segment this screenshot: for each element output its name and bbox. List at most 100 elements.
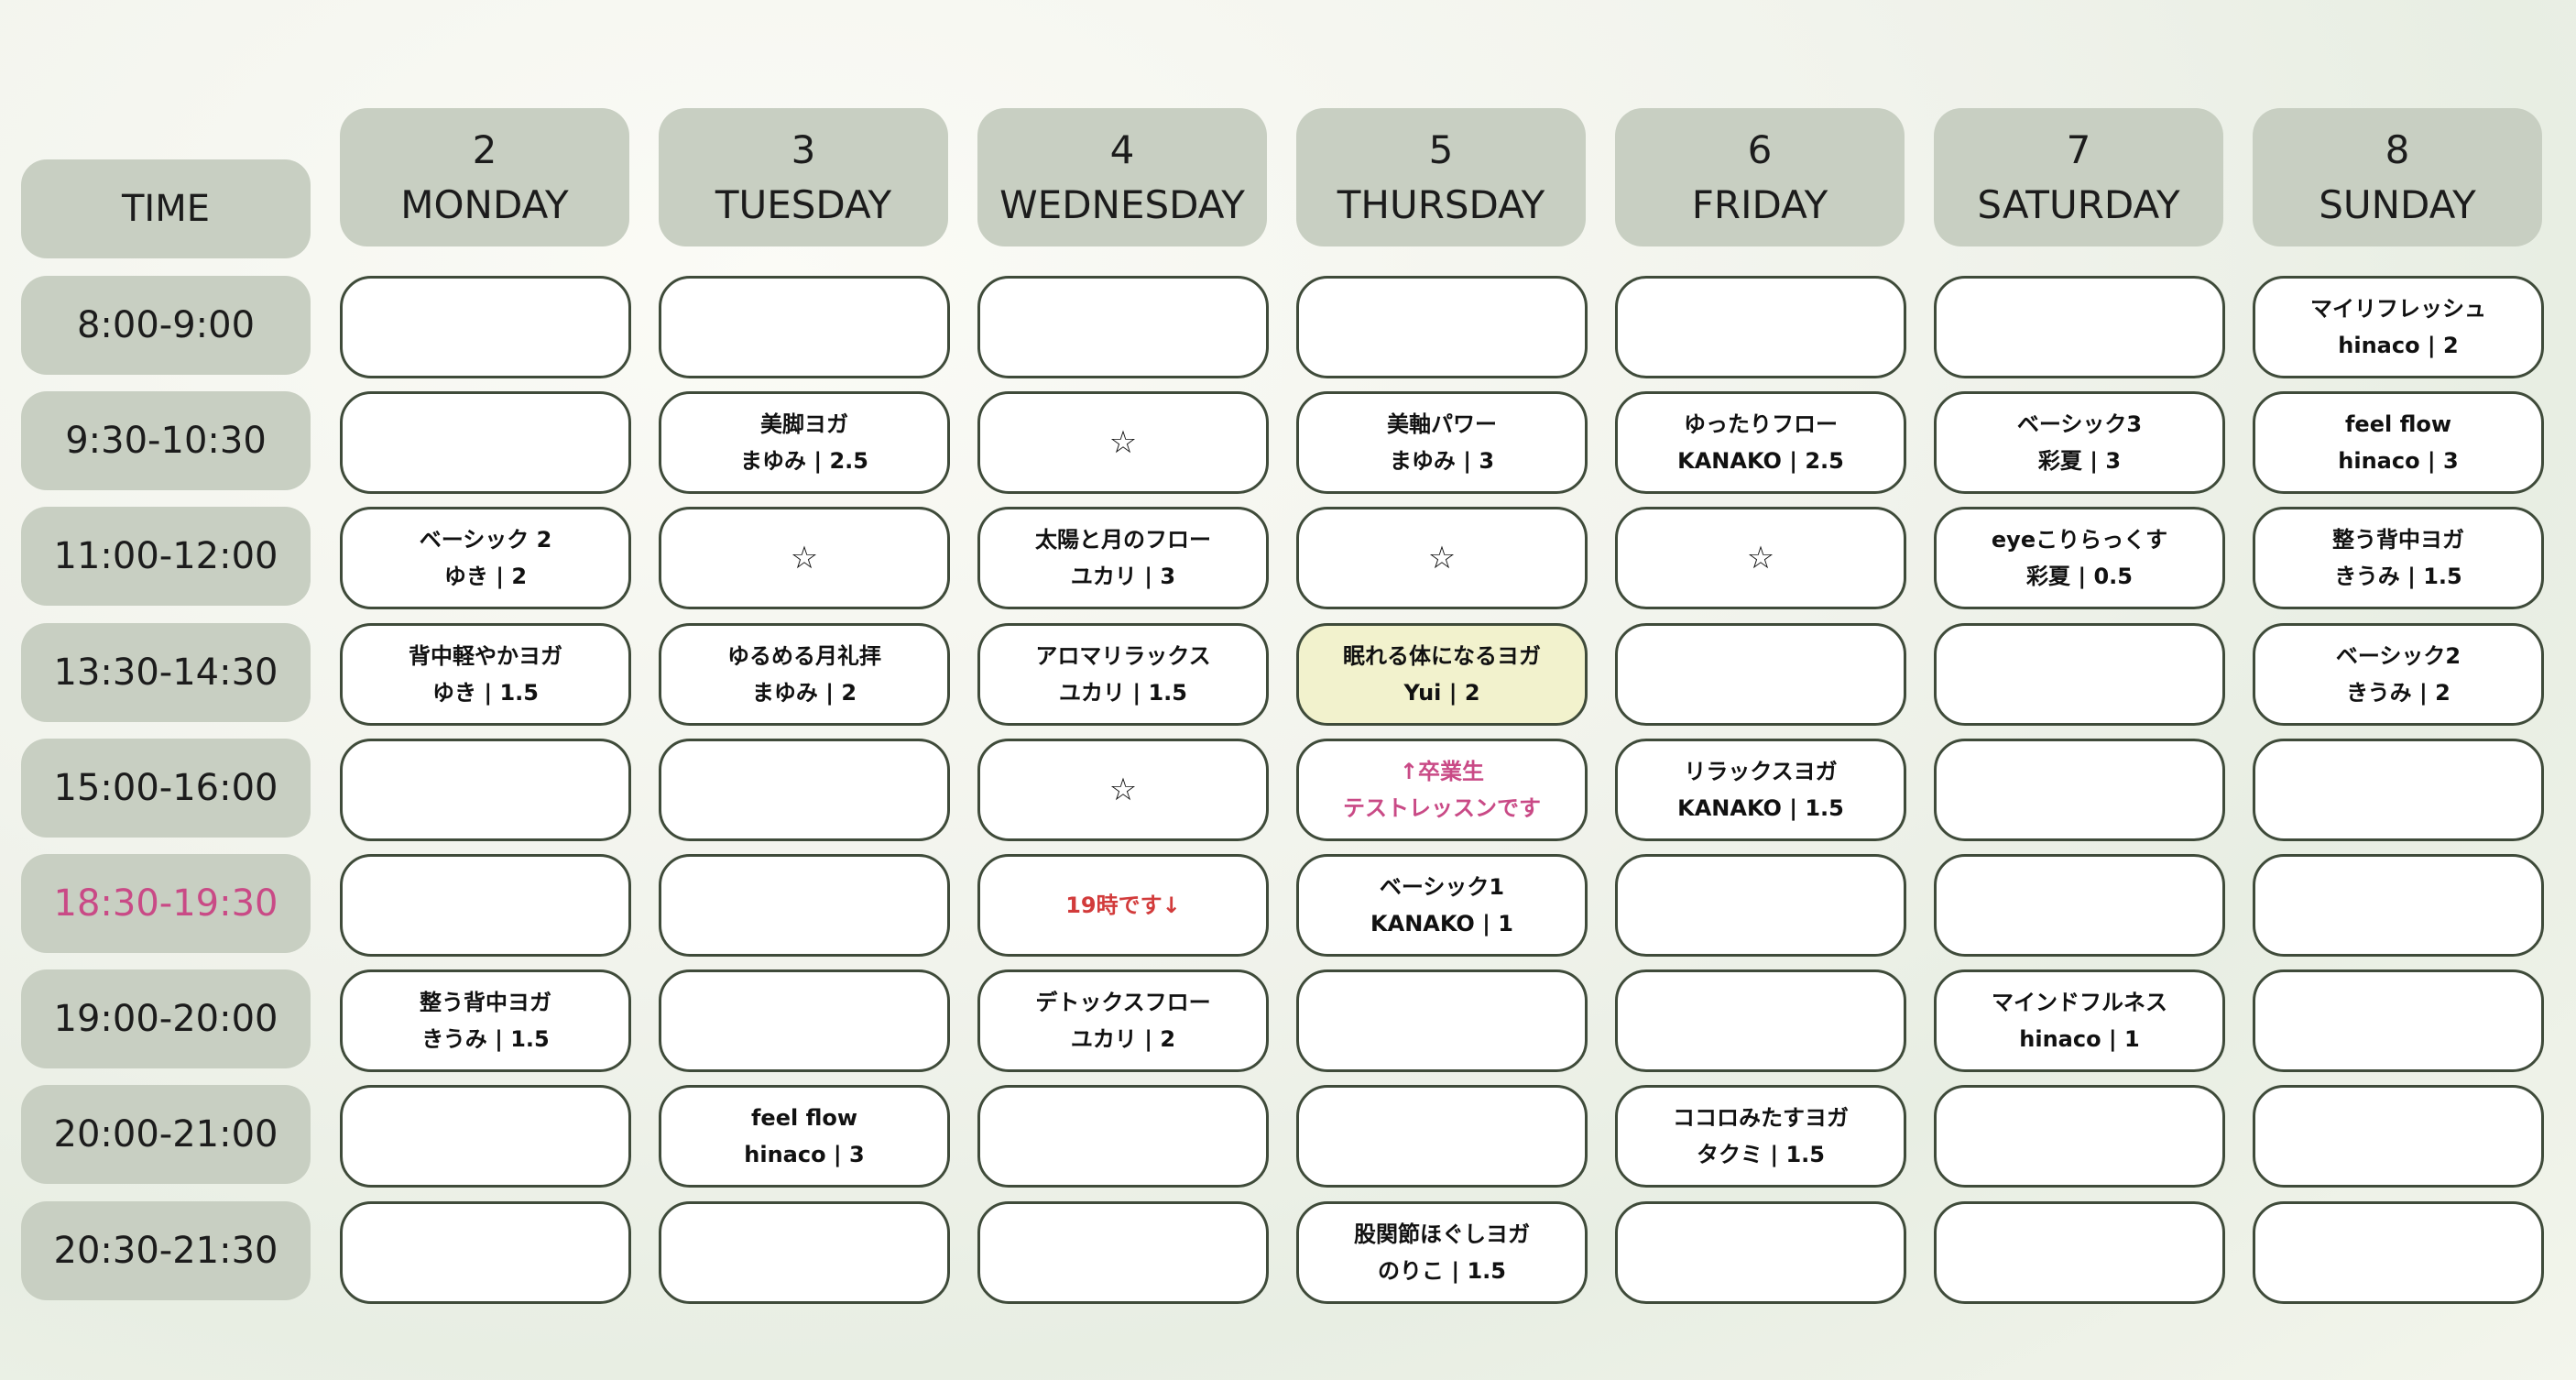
class-slot[interactable]: デトックスフローユカリ | 2: [977, 969, 1269, 1073]
class-title: 美脚ヨガ: [760, 411, 848, 438]
class-slot[interactable]: ☆: [659, 507, 950, 610]
class-title: 太陽と月のフロー: [1035, 527, 1211, 553]
class-instructor: Yui | 2: [1403, 679, 1480, 706]
empty-slot[interactable]: [1296, 1085, 1588, 1188]
class-title: feel flow: [750, 1105, 858, 1132]
class-instructor: テストレッスンです: [1343, 794, 1541, 821]
class-title: ベーシック 2: [419, 527, 552, 553]
class-title: 整う背中ヨガ: [420, 990, 551, 1016]
day-number: 2: [472, 126, 497, 172]
class-instructor: hinaco | 1: [2019, 1026, 2140, 1053]
class-slot[interactable]: eyeこりらっくす彩夏 | 0.5: [1934, 507, 2225, 610]
class-instructor: hinaco | 3: [744, 1142, 865, 1168]
class-title: デトックスフロー: [1035, 990, 1211, 1016]
day-name: WEDNESDAY: [999, 181, 1245, 227]
empty-slot[interactable]: [1615, 854, 1906, 957]
day-name: MONDAY: [400, 181, 569, 227]
class-slot[interactable]: 眠れる体になるヨガ Yui | 2: [1296, 622, 1588, 726]
class-slot[interactable]: ☆: [977, 738, 1269, 841]
class-note: 19時です↓: [1065, 893, 1181, 918]
empty-slot[interactable]: [977, 276, 1269, 378]
class-title: 美軸パワー: [1387, 411, 1497, 438]
empty-slot[interactable]: [659, 854, 950, 957]
class-instructor: ゆき | 1.5: [432, 679, 539, 706]
class-slot[interactable]: ↑卒業生テストレッスンです: [1296, 738, 1588, 841]
class-slot[interactable]: ベーシック 2 ゆき | 2: [340, 507, 631, 610]
empty-slot[interactable]: [1615, 276, 1906, 378]
empty-slot[interactable]: [2253, 854, 2544, 957]
empty-slot[interactable]: [1934, 276, 2225, 378]
empty-slot[interactable]: [2253, 1085, 2544, 1188]
star-icon: ☆: [790, 540, 819, 577]
empty-slot[interactable]: [1934, 1200, 2225, 1304]
empty-slot[interactable]: [1934, 854, 2225, 957]
class-slot[interactable]: 美脚ヨガまゆみ | 2.5: [659, 391, 950, 495]
class-slot[interactable]: 美軸パワーまゆみ | 3: [1296, 391, 1588, 495]
time-header: TIME: [21, 159, 311, 258]
star-icon: ☆: [1427, 540, 1457, 577]
empty-slot[interactable]: [1934, 1085, 2225, 1188]
empty-slot[interactable]: [340, 1200, 631, 1304]
empty-slot[interactable]: [340, 854, 631, 957]
empty-slot[interactable]: [1615, 622, 1906, 726]
class-slot[interactable]: 整う背中ヨガきうみ | 1.5: [340, 969, 631, 1073]
empty-slot[interactable]: [340, 1085, 631, 1188]
day-number: 8: [2385, 126, 2410, 172]
day-number: 4: [1109, 126, 1135, 172]
class-slot[interactable]: アロマリラックスユカリ | 1.5: [977, 622, 1269, 726]
empty-slot[interactable]: [1934, 738, 2225, 841]
class-slot[interactable]: 背中軽やかヨガゆき | 1.5: [340, 622, 631, 726]
day-name: SUNDAY: [2319, 181, 2476, 227]
empty-slot[interactable]: [2253, 969, 2544, 1073]
empty-slot[interactable]: [1934, 622, 2225, 726]
empty-slot[interactable]: [340, 276, 631, 378]
empty-slot[interactable]: [340, 391, 631, 495]
class-slot[interactable]: ココロみたすヨガタクミ | 1.5: [1615, 1085, 1906, 1188]
class-instructor: KANAKO | 1.5: [1677, 794, 1844, 821]
class-slot[interactable]: ☆: [977, 391, 1269, 495]
class-instructor: KANAKO | 1: [1370, 911, 1513, 936]
class-slot[interactable]: ゆるめる月礼拝まゆみ | 2: [659, 622, 950, 726]
empty-slot[interactable]: [1615, 1200, 1906, 1304]
class-slot[interactable]: 整う背中ヨガきうみ | 1.5: [2253, 507, 2544, 610]
class-slot[interactable]: 股関節ほぐしヨガのりこ | 1.5: [1296, 1200, 1588, 1304]
class-slot[interactable]: feel flow hinaco | 3: [659, 1085, 950, 1188]
empty-slot[interactable]: [977, 1085, 1269, 1188]
class-instructor: 彩夏 | 0.5: [2026, 564, 2133, 590]
star-icon: ☆: [1108, 424, 1138, 462]
empty-slot[interactable]: [1296, 969, 1588, 1073]
empty-slot[interactable]: [1615, 969, 1906, 1073]
class-slot[interactable]: ☆: [1296, 507, 1588, 610]
empty-slot[interactable]: [659, 276, 950, 378]
class-instructor: ユカリ | 1.5: [1059, 679, 1187, 706]
class-instructor: のりこ | 1.5: [1378, 1257, 1506, 1284]
class-title: アロマリラックス: [1035, 642, 1211, 669]
empty-slot[interactable]: [2253, 1200, 2544, 1304]
class-title: ベーシック3: [2016, 411, 2143, 438]
empty-slot[interactable]: [659, 1200, 950, 1304]
empty-slot[interactable]: [340, 738, 631, 841]
class-title: 眠れる体になるヨガ: [1343, 642, 1541, 669]
empty-slot[interactable]: [659, 738, 950, 841]
class-slot[interactable]: ☆: [1615, 507, 1906, 610]
empty-slot[interactable]: [1296, 276, 1588, 378]
empty-slot[interactable]: [659, 969, 950, 1073]
empty-slot[interactable]: [2253, 738, 2544, 841]
class-slot[interactable]: 太陽と月のフローユカリ | 3: [977, 507, 1269, 610]
empty-slot[interactable]: [977, 1200, 1269, 1304]
class-instructor: ゆき | 2: [443, 564, 528, 590]
class-slot[interactable]: 19時です↓: [977, 854, 1269, 957]
class-title: 股関節ほぐしヨガ: [1354, 1221, 1530, 1247]
class-instructor: ユカリ | 3: [1070, 564, 1176, 590]
